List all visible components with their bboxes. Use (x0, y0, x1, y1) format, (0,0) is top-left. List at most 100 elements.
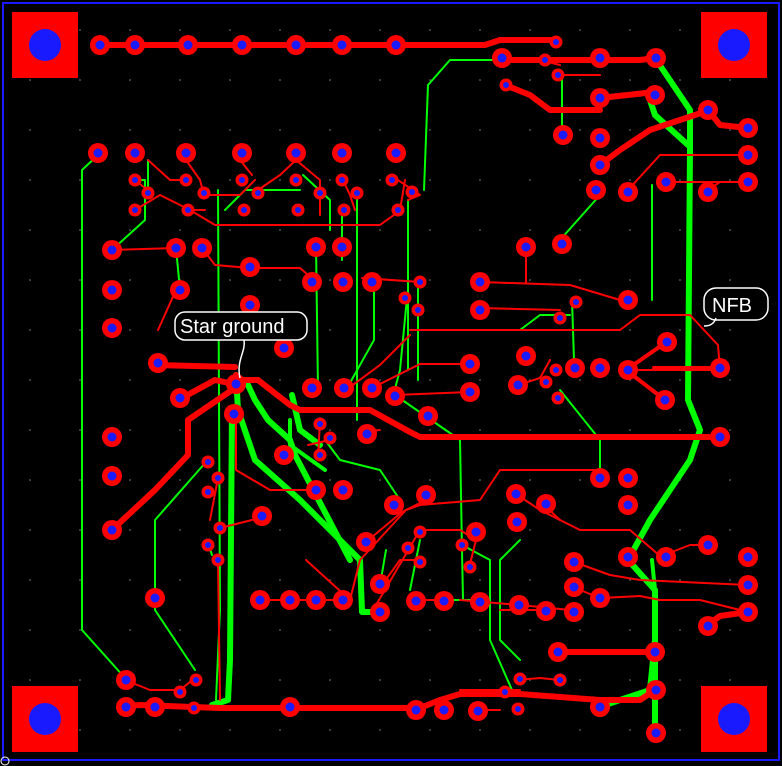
grid-dot (229, 729, 231, 731)
pad-drill (107, 323, 117, 333)
pad-drill (237, 148, 247, 158)
grid-dot (579, 179, 581, 181)
pad-drill (185, 207, 191, 213)
grid-dot (29, 629, 31, 631)
pad-drill (150, 702, 160, 712)
pad-drill (553, 647, 563, 657)
grid-dot (329, 179, 331, 181)
pad-drill (541, 606, 551, 616)
pad-drill (569, 557, 579, 567)
pad-drill (415, 307, 421, 313)
trace (650, 558, 657, 592)
trace (111, 247, 177, 251)
grid-dot (729, 229, 731, 231)
pad-drill (317, 421, 323, 427)
pad-drill (475, 597, 485, 607)
grid-dot (329, 679, 331, 681)
grid-dot (79, 679, 81, 681)
grid-dot (429, 229, 431, 231)
grid-dot (29, 679, 31, 681)
grid-dot (529, 729, 531, 731)
pad-drill (475, 305, 485, 315)
grid-dot (329, 429, 331, 431)
grid-dot (329, 79, 331, 81)
pad-drill (662, 337, 672, 347)
pad-drill (595, 593, 605, 603)
grid-dot (429, 629, 431, 631)
trace (502, 82, 603, 113)
trace (573, 561, 749, 586)
grid-dot (379, 479, 381, 481)
grid-dot (629, 129, 631, 131)
pad-drill (121, 675, 131, 685)
pad-drill (231, 379, 241, 389)
trace (345, 334, 411, 391)
pad-drill (503, 82, 509, 88)
grid-dot (529, 529, 531, 531)
pad-drill (743, 177, 753, 187)
pad-drill (703, 187, 713, 197)
pad-drill (107, 525, 117, 535)
pad-drill (153, 358, 163, 368)
pad-drill (402, 295, 408, 301)
pad-drill (459, 542, 465, 548)
grid-dot (429, 479, 431, 481)
trace (257, 159, 297, 191)
grid-dot (729, 579, 731, 581)
grid-dot (429, 79, 431, 81)
pad-drill (557, 239, 567, 249)
pad-drill (338, 277, 348, 287)
pad-drill (361, 537, 371, 547)
grid-dot (329, 279, 331, 281)
grid-dot (479, 579, 481, 581)
pad-drill (132, 207, 138, 213)
grid-dot (629, 579, 631, 581)
grid-dot (229, 279, 231, 281)
pad-drill (245, 300, 255, 310)
pad-drill (183, 40, 193, 50)
grid-dot (429, 29, 431, 31)
grid-dot (279, 529, 281, 531)
grid-dot (179, 479, 181, 481)
pad-drill (375, 579, 385, 589)
trace (625, 55, 703, 563)
pad-drill (390, 391, 400, 401)
grid-dot (279, 179, 281, 181)
pad-drill (217, 525, 223, 531)
pad-drill (362, 429, 372, 439)
trace (203, 179, 256, 196)
grid-dot (79, 379, 81, 381)
star-ground-label-box (174, 311, 308, 341)
pad-drill (193, 677, 199, 683)
pad-drill (439, 705, 449, 715)
pad-drill (175, 393, 185, 403)
grid-dot (579, 629, 581, 631)
pad-drill (703, 105, 713, 115)
grid-dot (479, 129, 481, 131)
grid-dot (329, 379, 331, 381)
trace (461, 544, 513, 691)
pad-drill (555, 395, 561, 401)
grid-dot (79, 429, 81, 431)
pad-drill (743, 580, 753, 590)
pad-drill (279, 450, 289, 460)
grid-dot (529, 479, 531, 481)
grid-dot (729, 479, 731, 481)
pad-drill (595, 53, 605, 63)
grid-dot (629, 629, 631, 631)
trace (479, 281, 621, 301)
pad-drill (417, 529, 423, 535)
pad-drill (205, 459, 211, 465)
grid-dot (179, 429, 181, 431)
grid-dot (379, 179, 381, 181)
trace (302, 174, 331, 231)
grid-dot (579, 229, 581, 231)
pad-drill (307, 383, 317, 393)
pad-drill (497, 53, 507, 63)
pad-drill (191, 705, 197, 711)
grid-dot (79, 229, 81, 231)
grid-dot (129, 429, 131, 431)
trace (81, 154, 126, 679)
grid-dot (529, 279, 531, 281)
star-ground-callout: Star ground (174, 311, 308, 379)
